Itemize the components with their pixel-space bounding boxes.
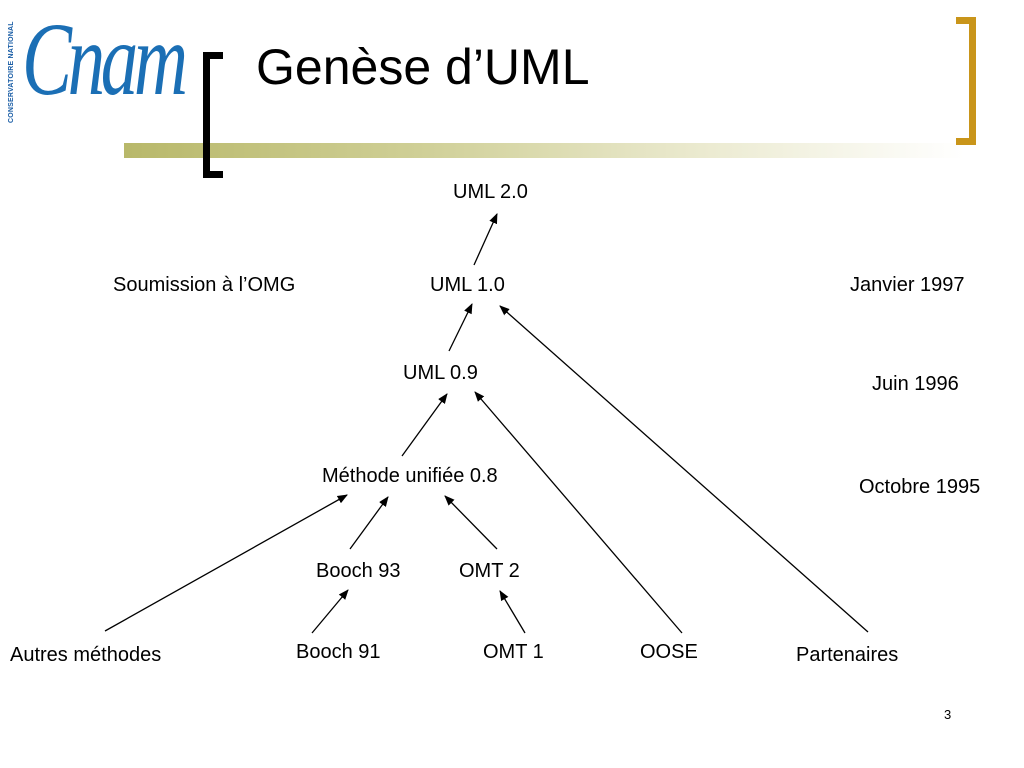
arrow-autres-to-methode — [104, 494, 348, 632]
node-methode-unifiee-08: Méthode unifiée 0.8 — [322, 465, 498, 487]
node-partenaires: Partenaires — [796, 644, 899, 666]
annotation-soumission-omg: Soumission à l’OMG — [113, 274, 296, 296]
date-octobre-1995: Octobre 1995 — [859, 476, 981, 498]
date-janvier-1997: Janvier 1997 — [850, 274, 965, 296]
node-omt1: OMT 1 — [483, 641, 544, 663]
arrow-oose-to-uml09 — [474, 391, 683, 634]
node-autres-methodes: Autres méthodes — [10, 644, 162, 666]
arrow-booch91-to-booch93 — [311, 589, 349, 634]
cnam-logo: CONSERVATOIRE NATIONAL Cnam — [8, 8, 194, 132]
arrow-omt2-to-methode — [444, 495, 498, 550]
arrow-booch93-to-methode — [349, 496, 389, 550]
node-uml10: UML 1.0 — [430, 274, 505, 296]
arrow-omt1-to-omt2 — [499, 590, 526, 634]
logo-wordmark: Cnam — [22, 2, 188, 117]
slide-title: Genèse d’UML — [256, 39, 590, 95]
node-oose: OOSE — [640, 641, 698, 663]
title-underline-bar — [124, 143, 964, 158]
node-booch93: Booch 93 — [316, 560, 401, 582]
node-uml20: UML 2.0 — [453, 181, 528, 203]
arrow-partenaires-to-uml10 — [499, 305, 869, 633]
arrow-uml10-to-uml20 — [473, 213, 498, 266]
left-bracket-decoration — [203, 52, 223, 178]
node-omt2: OMT 2 — [459, 560, 520, 582]
arrow-methode-to-uml09 — [401, 393, 448, 457]
node-booch91: Booch 91 — [296, 641, 381, 663]
right-bracket-decoration — [956, 17, 976, 145]
page-number: 3 — [944, 707, 952, 722]
date-juin-1996: Juin 1996 — [872, 373, 959, 395]
arrow-uml09-to-uml10 — [448, 303, 473, 352]
node-uml09: UML 0.9 — [403, 362, 478, 384]
